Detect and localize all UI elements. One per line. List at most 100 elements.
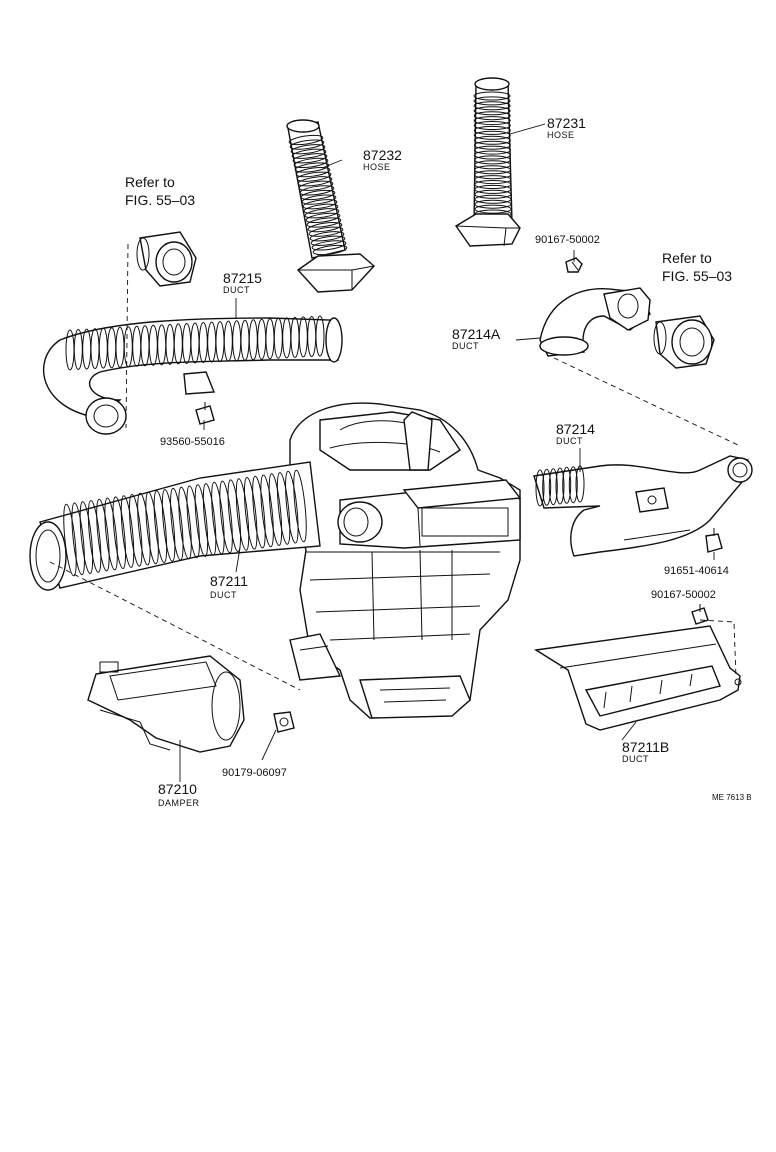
label-87232-name: HOSE: [363, 162, 391, 172]
corrugation-rib: [290, 144, 326, 155]
corrugation-rib: [474, 199, 512, 209]
duct-87215: [43, 315, 343, 435]
corrugation-rib: [243, 476, 258, 550]
label-87214a-number: 87214A: [452, 326, 501, 342]
duct-87211b: [533, 625, 742, 731]
label-87211-number: 87211: [210, 573, 248, 589]
corrugation-rib: [299, 185, 335, 196]
corrugation-rib: [186, 485, 200, 559]
refer-left-line2: FIG. 55–03: [125, 192, 195, 208]
corrugation-rib: [473, 135, 511, 145]
label-87214-number: 87214: [556, 421, 595, 437]
corrugation-rib: [211, 481, 225, 555]
corrugation-rib: [473, 96, 511, 106]
corrugation-rib: [300, 189, 336, 201]
duct-87214a: [539, 287, 651, 357]
corrugation-rib: [293, 469, 307, 543]
corrugation-rib: [312, 244, 348, 256]
refer-left-line1: Refer to: [125, 174, 175, 190]
label-87231-number: 87231: [547, 115, 586, 131]
corrugation-rib: [252, 475, 266, 549]
corrugation-rib: [474, 150, 511, 160]
corrugation-rib: [112, 496, 127, 570]
corrugation-rib: [307, 221, 343, 233]
label-87211b-number: 87211B: [622, 739, 669, 755]
corrugation-rib: [474, 189, 512, 199]
label-87214a-name: DUCT: [452, 341, 479, 351]
corrugation-rib: [219, 480, 233, 554]
label-90179: 90179-06097: [222, 767, 287, 779]
corrugation-rib: [87, 500, 102, 573]
corrugation-rib: [276, 472, 291, 545]
blower-unit: [289, 402, 522, 719]
label-87210-name: DAMPER: [158, 798, 200, 808]
corrugation-rib: [194, 484, 209, 557]
corrugation-rib: [297, 176, 333, 187]
corrugation-rib: [295, 166, 331, 178]
corrugation-rib: [120, 495, 135, 568]
corrugation-rib: [473, 116, 511, 126]
corrugation-rib: [473, 130, 511, 140]
corrugation-rib: [71, 502, 85, 576]
corrugation-rib: [535, 469, 545, 507]
labels: Refer to FIG. 55–03 87232 HOSE 87231 HOS…: [125, 115, 752, 808]
refer-right-line1: Refer to: [662, 250, 712, 266]
hose-87231: [454, 77, 521, 247]
corrugation-rib: [235, 478, 250, 551]
corrugation-rib: [63, 503, 77, 577]
corrugation-rib: [473, 91, 511, 101]
corrugation-rib: [555, 467, 565, 505]
refer-right-line2: FIG. 55–03: [662, 268, 732, 284]
hose-87232: [286, 119, 376, 293]
corrugation-rib: [474, 204, 512, 214]
label-87231-name: HOSE: [547, 130, 575, 140]
adapter-right: [653, 315, 715, 369]
corrugation-rib: [474, 160, 512, 170]
corrugation-rib: [306, 217, 342, 228]
corrugation-rib: [301, 194, 337, 205]
corrugation-rib: [289, 139, 325, 150]
duct-87214: [533, 455, 753, 557]
corrugation-rib: [474, 170, 512, 180]
leader-lines: [49, 123, 741, 782]
corrugation-rib: [473, 121, 511, 130]
corrugation-rib: [474, 184, 512, 194]
corrugation-rib: [293, 157, 329, 169]
corrugation-rib: [104, 497, 118, 571]
corrugation-rib: [309, 231, 345, 242]
corrugation-rib: [474, 180, 512, 189]
nut-90179: [273, 711, 295, 733]
corrugation-rib: [128, 493, 143, 567]
corrugation-rib: [227, 479, 242, 553]
corrugation-rib: [178, 486, 192, 560]
corrugation-rib: [296, 171, 332, 182]
label-91651: 91651-40614: [664, 565, 729, 577]
corrugation-rib: [474, 145, 511, 155]
screw-93560: [195, 402, 215, 425]
corrugation-rib: [568, 466, 578, 504]
corrugation-rib: [473, 111, 511, 121]
label-87232-number: 87232: [363, 147, 402, 163]
corrugation-rib: [473, 125, 511, 135]
label-87214-name: DUCT: [556, 436, 583, 446]
corrugation-rib: [542, 468, 552, 506]
corrugation-rib: [474, 165, 512, 175]
corrugation-rib: [260, 474, 274, 548]
label-87215-name: DUCT: [223, 285, 250, 295]
damper-87210: [87, 655, 245, 753]
label-90167-top: 90167-50002: [535, 234, 600, 246]
corrugation-rib: [291, 148, 327, 159]
label-90167-right: 90167-50002: [651, 589, 716, 601]
corrugation-rib: [153, 490, 168, 563]
corrugation-rib: [474, 175, 512, 185]
corrugation-rib: [473, 106, 511, 116]
corrugation-rib: [473, 101, 511, 111]
corrugation-rib: [311, 240, 347, 251]
corrugation-rib: [145, 491, 159, 565]
duct-87211: [29, 461, 321, 591]
corrugation-rib: [474, 194, 512, 204]
corrugation-rib: [79, 501, 94, 574]
label-87210-number: 87210: [158, 781, 197, 797]
corrugation-rib: [474, 155, 511, 165]
